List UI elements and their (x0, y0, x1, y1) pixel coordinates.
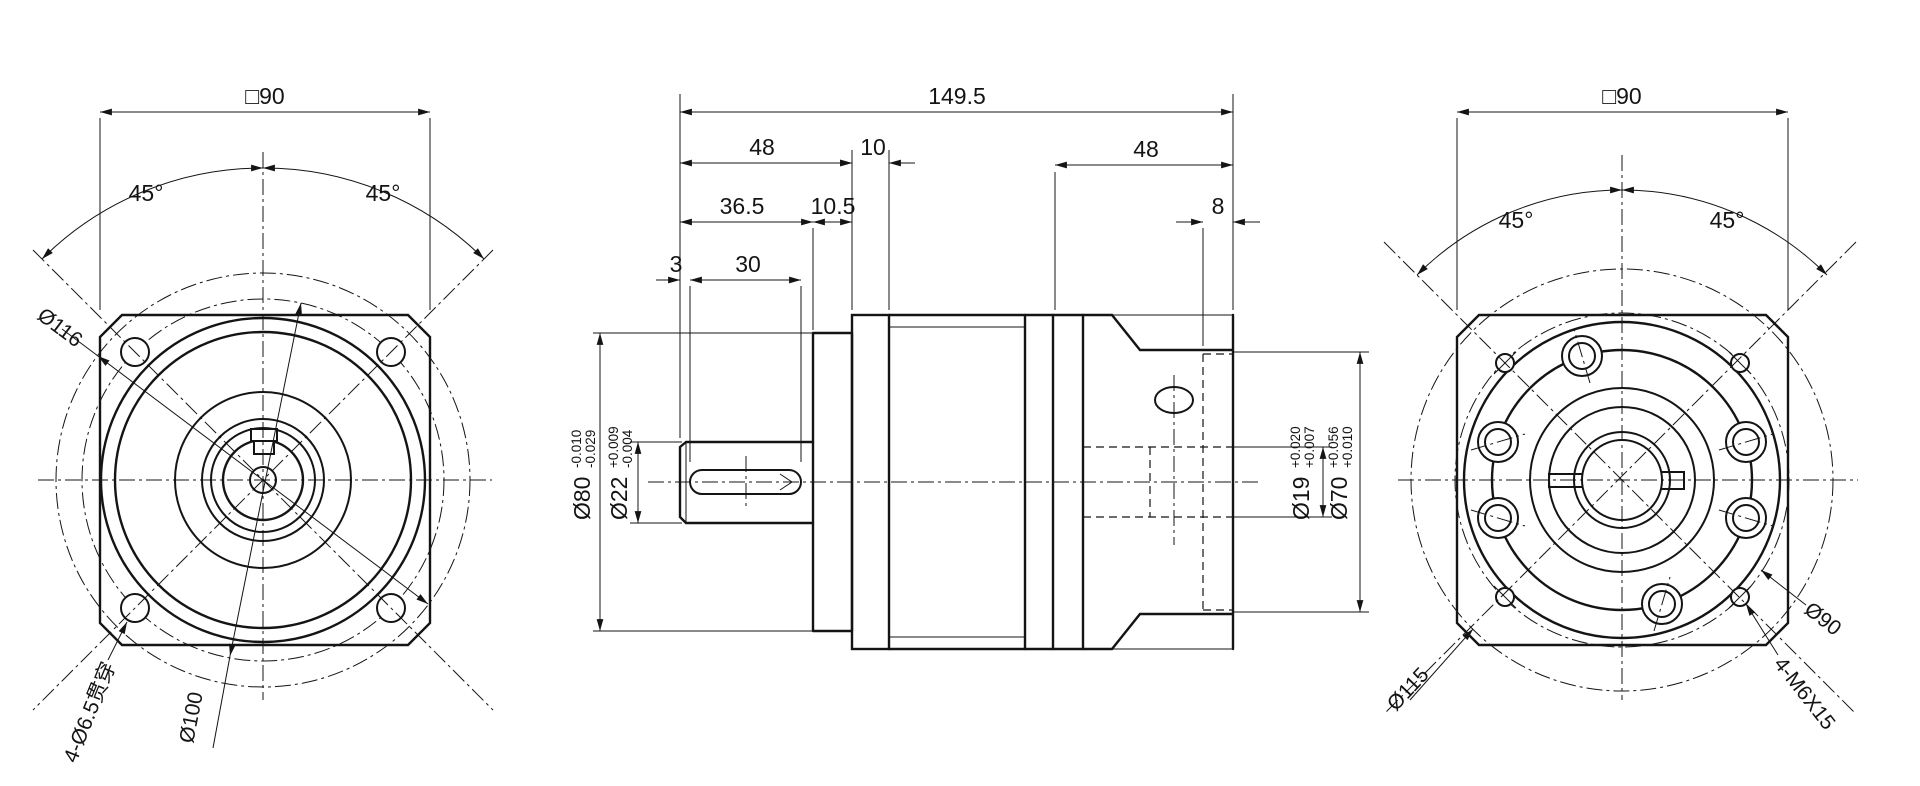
side-recess8-dim: 8 (1212, 193, 1225, 219)
rear-dia115-leader (1409, 628, 1474, 701)
side-front48-dim: 48 (749, 134, 775, 160)
rear-angle-right: 45° (1710, 207, 1745, 233)
side-body-outline (887, 313, 1235, 651)
svg-text:-0.029: -0.029 (583, 430, 598, 468)
side-view: 149.5 48 10 36.5 10.5 3 30 48 8 (569, 83, 1369, 651)
front-square-dim: □90 (245, 83, 284, 109)
svg-text:Ø80: Ø80 (569, 477, 595, 520)
side-shaft-outline (678, 440, 815, 525)
front-angle-left: 45° (129, 180, 164, 206)
svg-text:Ø19: Ø19 (1288, 477, 1314, 520)
front-dia100-dimline (229, 302, 302, 657)
side-view-centerlines (648, 456, 1262, 508)
side-dia22-label: Ø22 +0.009 -0.004 (606, 426, 635, 520)
side-365-dim: 36.5 (720, 193, 765, 219)
svg-text:Ø115: Ø115 (1383, 663, 1434, 715)
svg-text:+0.009: +0.009 (606, 426, 621, 468)
rear-dia90-leader (1760, 569, 1807, 606)
rear-view: □90 45° 45° Ø115 Ø90 4-M6X15 (1383, 83, 1858, 734)
rear-angle-arc-right (1621, 186, 1828, 276)
rear-diagonal-2 (1383, 241, 1857, 715)
rear-bolt-holes (1470, 328, 1774, 632)
side-105-dim: 10.5 (811, 193, 856, 219)
side-view-dimensions: 149.5 48 10 36.5 10.5 3 30 48 8 (569, 83, 1369, 632)
side-dia70-label: Ø70 +0.056 +0.010 (1326, 426, 1355, 520)
rear-dia115-label: Ø115 (1383, 663, 1434, 715)
side-total-dim: 149.5 (928, 83, 986, 109)
front-dia116-label: Ø116 (33, 304, 87, 352)
side-key3-dim: 3 (670, 251, 683, 277)
rear-tapped-leader (1745, 603, 1779, 656)
front-view: □90 45° 45° Ø116 Ø100 4-Ø6.5贯穿 (32, 83, 494, 766)
svg-text:+0.010: +0.010 (1340, 426, 1355, 468)
rear-tapped-label: 4-M6X15 (1769, 653, 1840, 734)
svg-text:+0.020: +0.020 (1288, 426, 1303, 468)
rear-square-dim: □90 (1602, 83, 1641, 109)
svg-text:+0.056: +0.056 (1326, 426, 1341, 468)
front-holes-leader (107, 621, 128, 661)
rear-view-centerlines (1383, 155, 1858, 715)
rear-dia90-label: Ø90 (1800, 598, 1845, 641)
rear-flange-outline (1455, 313, 1790, 647)
svg-text:+0.007: +0.007 (1302, 426, 1317, 468)
svg-text:Ø100: Ø100 (175, 690, 207, 745)
svg-text:Ø116: Ø116 (33, 304, 87, 352)
front-dia100-label: Ø100 (175, 690, 207, 745)
svg-text:-0.010: -0.010 (569, 430, 584, 468)
svg-text:4-M6X15: 4-M6X15 (1769, 653, 1840, 734)
side-pilot-boss (811, 331, 854, 633)
side-recess-hidden (1202, 353, 1233, 611)
rear-angle-left: 45° (1499, 207, 1534, 233)
side-flange10-dim: 10 (860, 134, 886, 160)
side-dia80-label: Ø80 -0.010 -0.029 (569, 430, 598, 520)
front-angle-arc-left (41, 164, 264, 260)
svg-text:Ø70: Ø70 (1326, 477, 1352, 520)
svg-text:Ø90: Ø90 (1800, 598, 1845, 641)
front-angle-arc-right (262, 164, 485, 260)
rear-angle-arc-left (1416, 186, 1623, 276)
svg-text:Ø22: Ø22 (606, 477, 632, 520)
side-key30-dim: 30 (735, 251, 761, 277)
side-rear48-dim: 48 (1133, 136, 1159, 162)
svg-text:-0.004: -0.004 (620, 429, 635, 468)
front-angle-right: 45° (366, 180, 401, 206)
side-dia19-label: Ø19 +0.020 +0.007 (1288, 426, 1317, 520)
